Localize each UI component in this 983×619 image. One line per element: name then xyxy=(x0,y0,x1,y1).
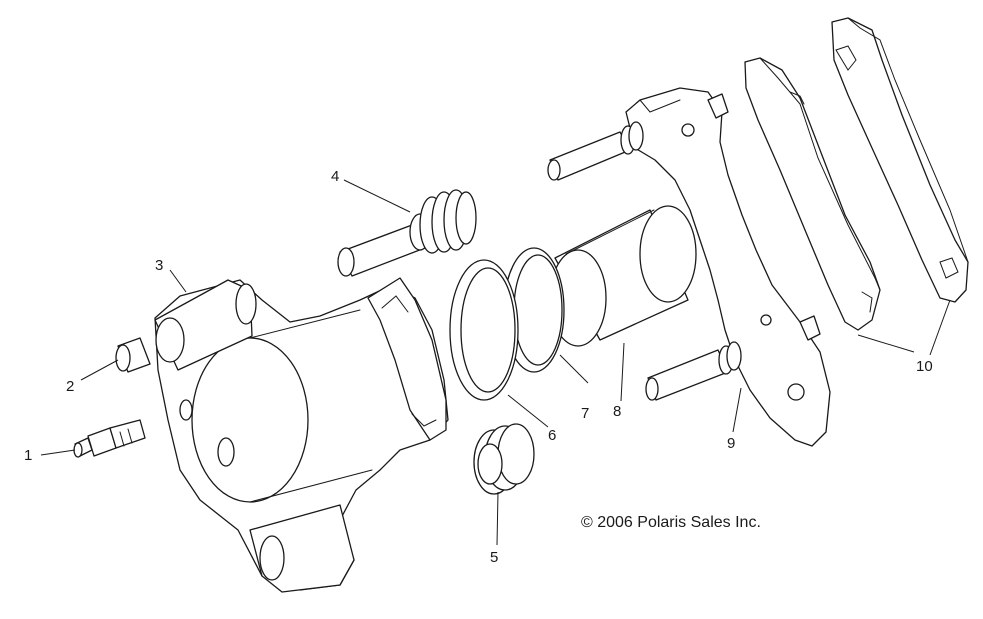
callout-3: 3 xyxy=(155,257,163,274)
brake-pad-outer xyxy=(831,17,969,303)
callout-7: 7 xyxy=(581,405,589,422)
leader-lines xyxy=(40,179,951,546)
piston-seal xyxy=(503,247,565,373)
callout-4: 4 xyxy=(331,168,339,185)
caliper-piston xyxy=(549,205,697,347)
callout-1: 1 xyxy=(24,447,32,464)
dust-seal xyxy=(449,259,519,401)
caliper-body xyxy=(154,277,449,593)
bushing xyxy=(115,337,151,373)
callout-2: 2 xyxy=(66,378,74,395)
callout-5: 5 xyxy=(490,549,498,566)
callout-6: 6 xyxy=(548,427,556,444)
caliper-bracket xyxy=(547,87,831,447)
bleeder-screw xyxy=(73,419,146,458)
callout-9: 9 xyxy=(727,435,735,452)
callout-8: 8 xyxy=(613,403,621,420)
slide-pin-boot-lower xyxy=(473,423,535,495)
copyright-notice: © 2006 Polaris Sales Inc. xyxy=(581,514,761,531)
callout-10: 10 xyxy=(916,358,933,375)
slide-pin-upper xyxy=(337,189,477,277)
brake-pad-inner xyxy=(744,57,881,331)
